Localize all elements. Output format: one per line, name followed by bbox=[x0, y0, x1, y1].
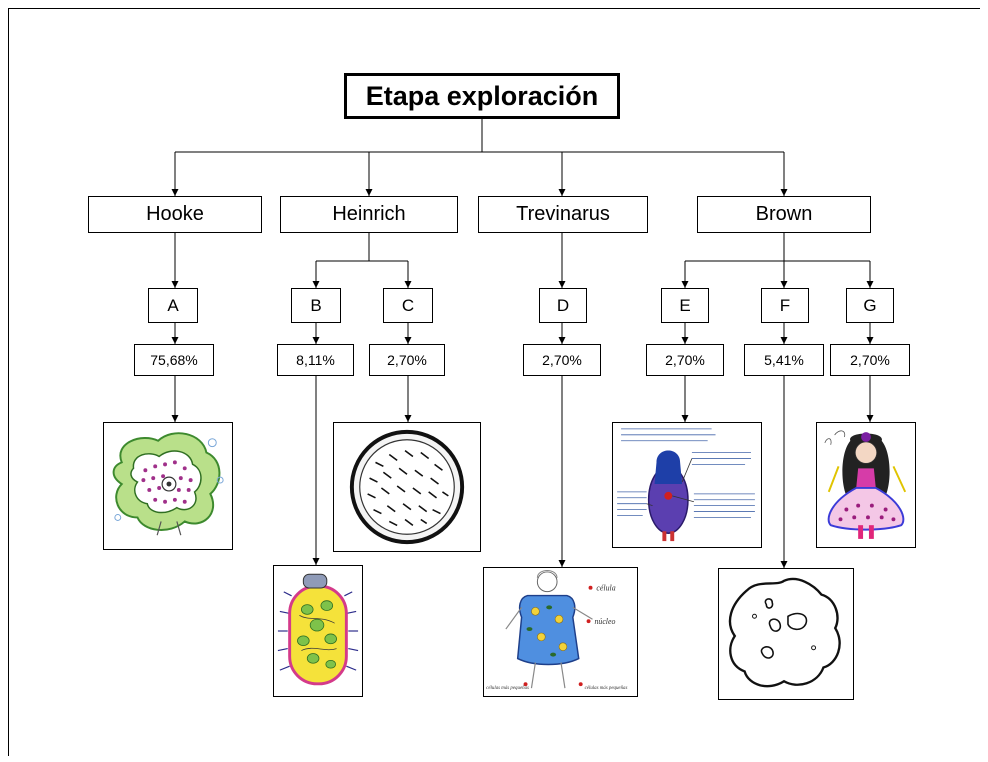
percent-box-b: 8,11% bbox=[277, 344, 354, 376]
cell-drawing-circle-hatched bbox=[333, 422, 481, 552]
frame-border bbox=[8, 8, 980, 756]
cell-drawing-blue-figure: célula núcleo células más pequeñas célul… bbox=[483, 567, 638, 697]
drawing-f-illustration bbox=[728, 577, 841, 688]
drawing-b-illustration bbox=[277, 573, 359, 686]
author-box-heinrich: Heinrich bbox=[280, 196, 458, 233]
percent-box-f: 5,41% bbox=[744, 344, 824, 376]
author-box-trevinarus: Trevinarus bbox=[478, 196, 648, 233]
author-box-brown: Brown bbox=[697, 196, 871, 233]
drawing-d-label-small-cells-right: células más pequeñas bbox=[585, 686, 628, 691]
drawing-a-illustration bbox=[112, 432, 224, 536]
author-box-hooke: Hooke bbox=[88, 196, 262, 233]
category-box-e: E bbox=[661, 288, 709, 323]
category-box-a: A bbox=[148, 288, 198, 323]
percent-box-c: 2,70% bbox=[369, 344, 445, 376]
category-box-f: F bbox=[761, 288, 809, 323]
percent-box-e: 2,70% bbox=[646, 344, 724, 376]
drawing-d-label-small-cells-left: células más pequeñas bbox=[486, 686, 529, 691]
drawing-d-label-nucleus: núcleo bbox=[594, 617, 615, 626]
drawing-e-illustration bbox=[617, 428, 755, 542]
category-box-g: G bbox=[846, 288, 894, 323]
cell-drawing-annotated-figure bbox=[612, 422, 762, 548]
cell-drawing-irregular-outline bbox=[718, 568, 854, 700]
cell-drawing-girl-figure bbox=[816, 422, 916, 548]
percent-box-a: 75,68% bbox=[134, 344, 214, 376]
drawing-d-illustration: célula núcleo células más pequeñas célul… bbox=[486, 569, 628, 691]
cell-drawing-green-outline bbox=[103, 422, 233, 550]
drawing-c-illustration bbox=[349, 429, 465, 545]
drawing-d-label-cell: célula bbox=[596, 584, 615, 593]
category-box-d: D bbox=[539, 288, 587, 323]
category-box-b: B bbox=[291, 288, 341, 323]
drawing-g-illustration bbox=[824, 430, 907, 539]
percent-box-g: 2,70% bbox=[830, 344, 910, 376]
cell-drawing-yellow-bacillus bbox=[273, 565, 363, 697]
category-box-c: C bbox=[383, 288, 433, 323]
diagram-title: Etapa exploración bbox=[344, 73, 620, 119]
percent-box-d: 2,70% bbox=[523, 344, 601, 376]
